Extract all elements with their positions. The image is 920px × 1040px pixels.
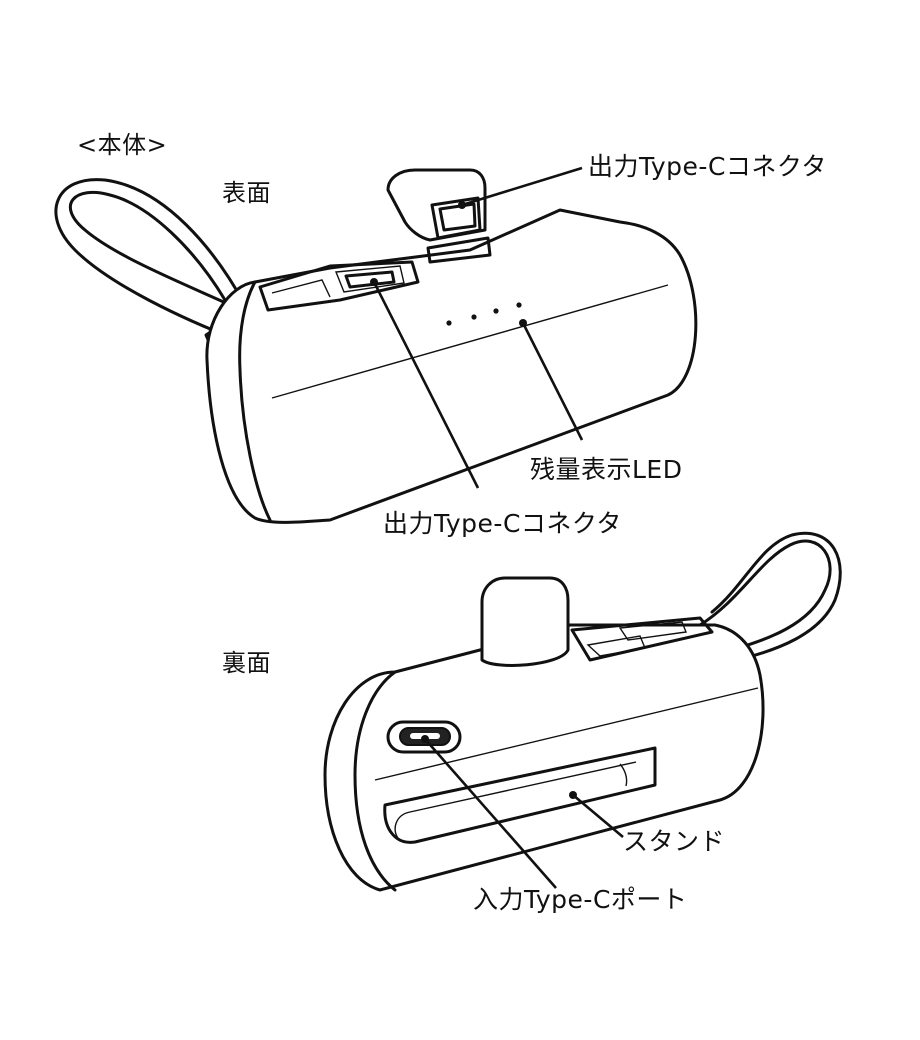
label-output-connector-top: 出力Type-Cコネクタ xyxy=(588,152,827,181)
led-4 xyxy=(516,302,522,308)
front-leaders xyxy=(370,166,584,489)
back-lanyard xyxy=(698,531,842,660)
back-connector xyxy=(480,576,570,667)
label-stand: スタンド xyxy=(623,827,726,856)
front-view-title: 表面 xyxy=(222,179,271,207)
front-device xyxy=(54,168,698,524)
led-1 xyxy=(446,320,452,326)
stand xyxy=(383,746,657,844)
back-device xyxy=(323,531,842,892)
back-body xyxy=(323,623,765,892)
back-leaders xyxy=(421,735,624,889)
section-heading: <本体> xyxy=(77,131,168,159)
label-output-connector-bottom: 出力Type-Cコネクタ xyxy=(383,509,622,538)
led-2 xyxy=(471,314,477,320)
led-3 xyxy=(493,308,499,314)
label-battery-led: 残量表示LED xyxy=(530,455,683,484)
front-body xyxy=(205,208,698,524)
back-view-title: 裏面 xyxy=(222,649,271,677)
label-input-port: 入力Type-Cポート xyxy=(473,885,688,914)
front-lanyard xyxy=(54,178,254,342)
